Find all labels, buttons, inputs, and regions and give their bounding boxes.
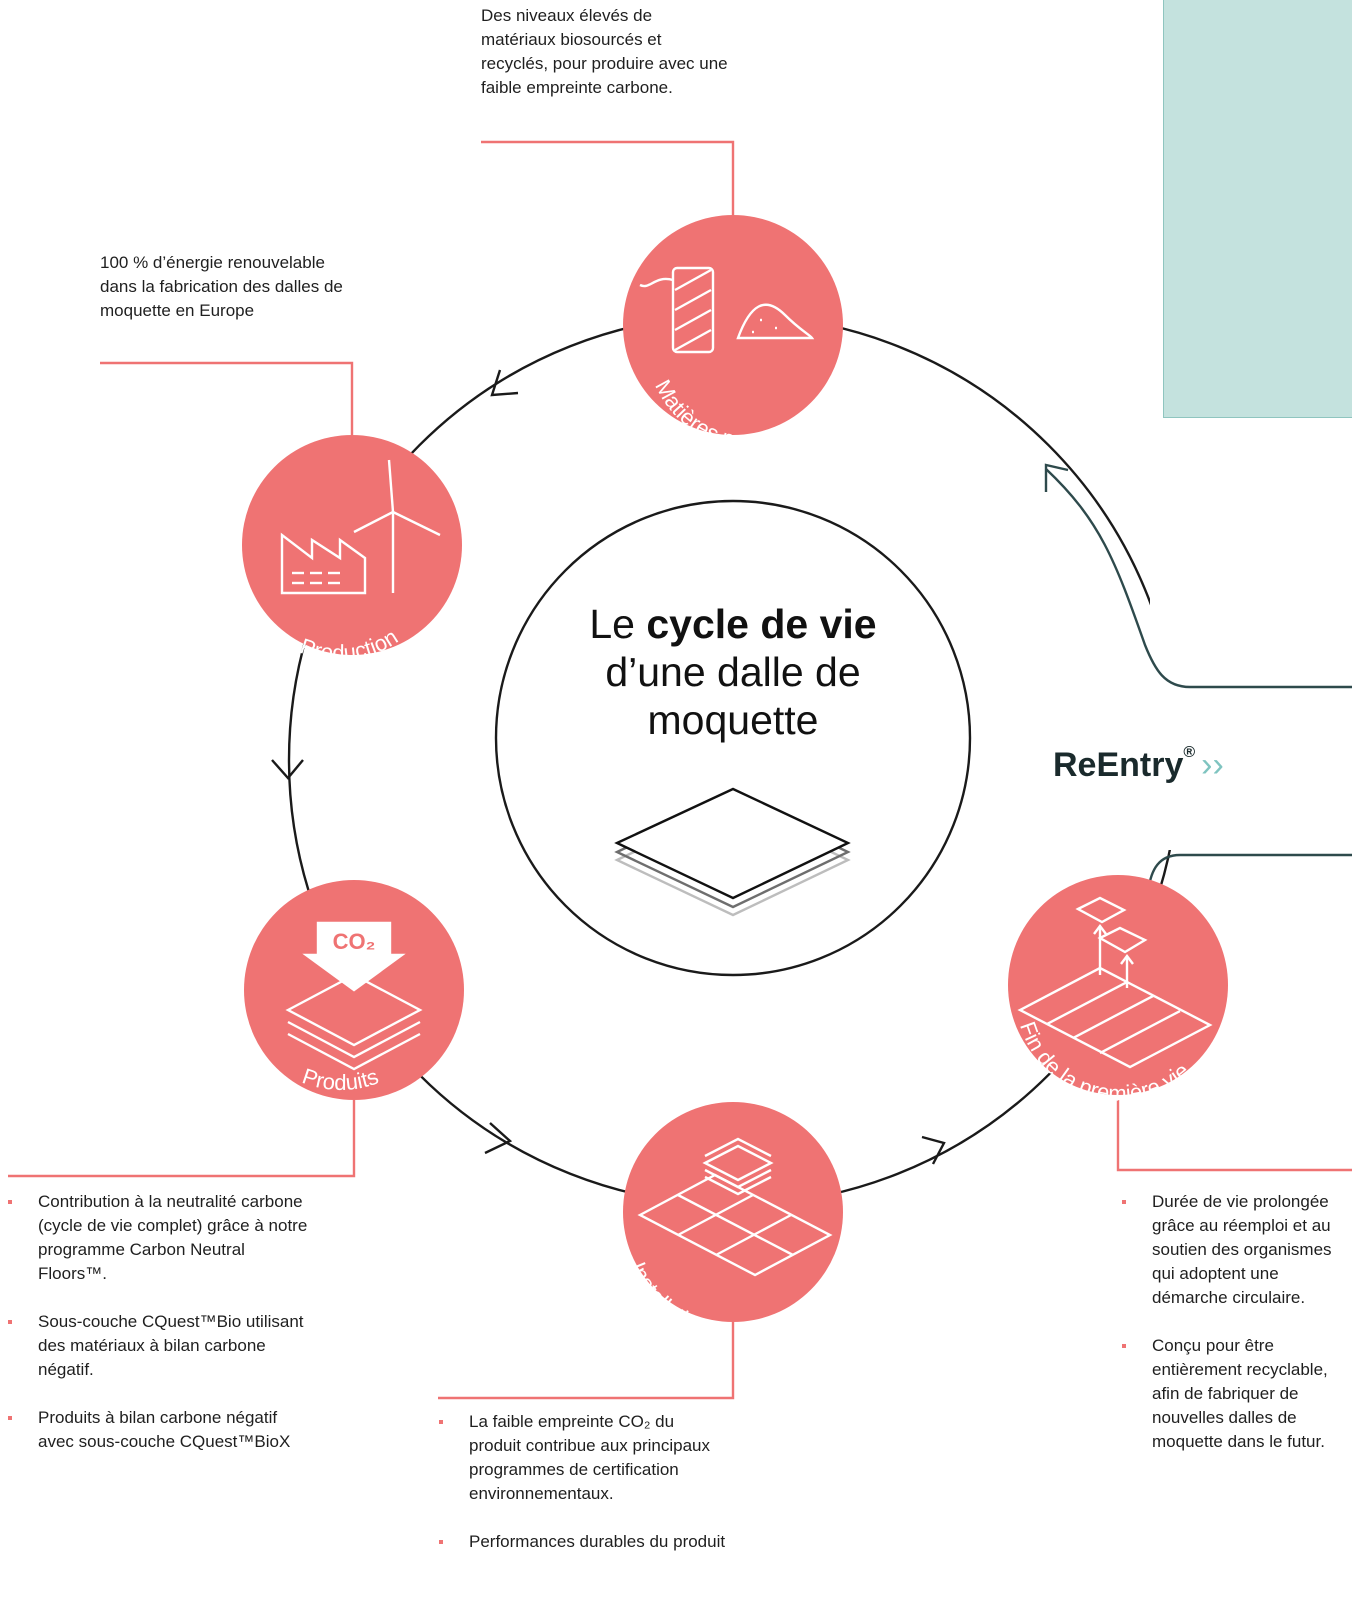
- title-line-3: moquette: [647, 697, 819, 743]
- note-production: 100 % d’énergie renouvelable dans la fab…: [100, 253, 343, 320]
- center-circle: [494, 499, 972, 977]
- products-bullets: Contribution à la neutralité carbone (cy…: [6, 1190, 316, 1478]
- list-item: Sous-couche CQuest™Bio utilisant des mat…: [6, 1310, 316, 1382]
- chevron-right-icon: ››: [1201, 746, 1224, 784]
- list-item: Performances durables du produit: [437, 1530, 727, 1554]
- registered-mark: ®: [1183, 744, 1196, 761]
- stage-products: CO₂ Produits: [244, 880, 464, 1100]
- list-item: Contribution à la neutralité carbone (cy…: [6, 1190, 316, 1286]
- stage-raw-materials: Matières premières: [623, 215, 843, 454]
- title-prefix: Le: [589, 601, 647, 647]
- lifted-tiles-grid-icon: [1017, 896, 1213, 1069]
- installation-bullets: La faible empreinte CO₂ du produit contr…: [437, 1410, 727, 1578]
- note-connectors: [8, 140, 1352, 1400]
- note-raw-materials: Des niveaux élevés de matériaux biosourc…: [481, 6, 728, 97]
- reentry-return-path: [1045, 468, 1352, 689]
- reentry-inbound-path: [1146, 853, 1352, 896]
- list-item: Durée de vie prolongée grâce au réemploi…: [1120, 1190, 1352, 1310]
- stage-installation: Installation et utilisation: [623, 1102, 843, 1345]
- cycle-arrows: [271, 369, 946, 1165]
- end-of-life-bullets: Durée de vie prolongée grâce au réemploi…: [1120, 1190, 1352, 1478]
- co2-label: CO₂: [333, 929, 376, 954]
- carpet-tile-icon: [614, 787, 851, 917]
- list-item: Produits à bilan carbone négatif avec so…: [6, 1406, 316, 1454]
- center-title: Le cycle de vie d’une dalle de moquette: [520, 600, 946, 744]
- stage-end-of-first-life: Fin de la première vie: [1008, 875, 1228, 1106]
- title-line-2: d’une dalle de: [605, 649, 861, 695]
- factory-wind-turbine-icon: [280, 459, 441, 595]
- list-item: Conçu pour être entièrement recyclable, …: [1120, 1334, 1352, 1454]
- spool-and-powder-icon: [639, 266, 815, 354]
- tile-grid-stack-icon: [637, 1137, 833, 1277]
- teal-panel: [1163, 0, 1352, 418]
- title-bold: cycle de vie: [646, 601, 877, 647]
- stage-production: Production: [242, 435, 462, 665]
- reentry-arrowhead: [1044, 463, 1069, 492]
- reentry-text: ReEntry: [1053, 746, 1184, 784]
- reentry-label: ReEntry® ››: [1053, 744, 1224, 785]
- list-item: La faible empreinte CO₂ du produit contr…: [437, 1410, 727, 1506]
- co2-stacked-tiles-icon: [285, 921, 423, 1071]
